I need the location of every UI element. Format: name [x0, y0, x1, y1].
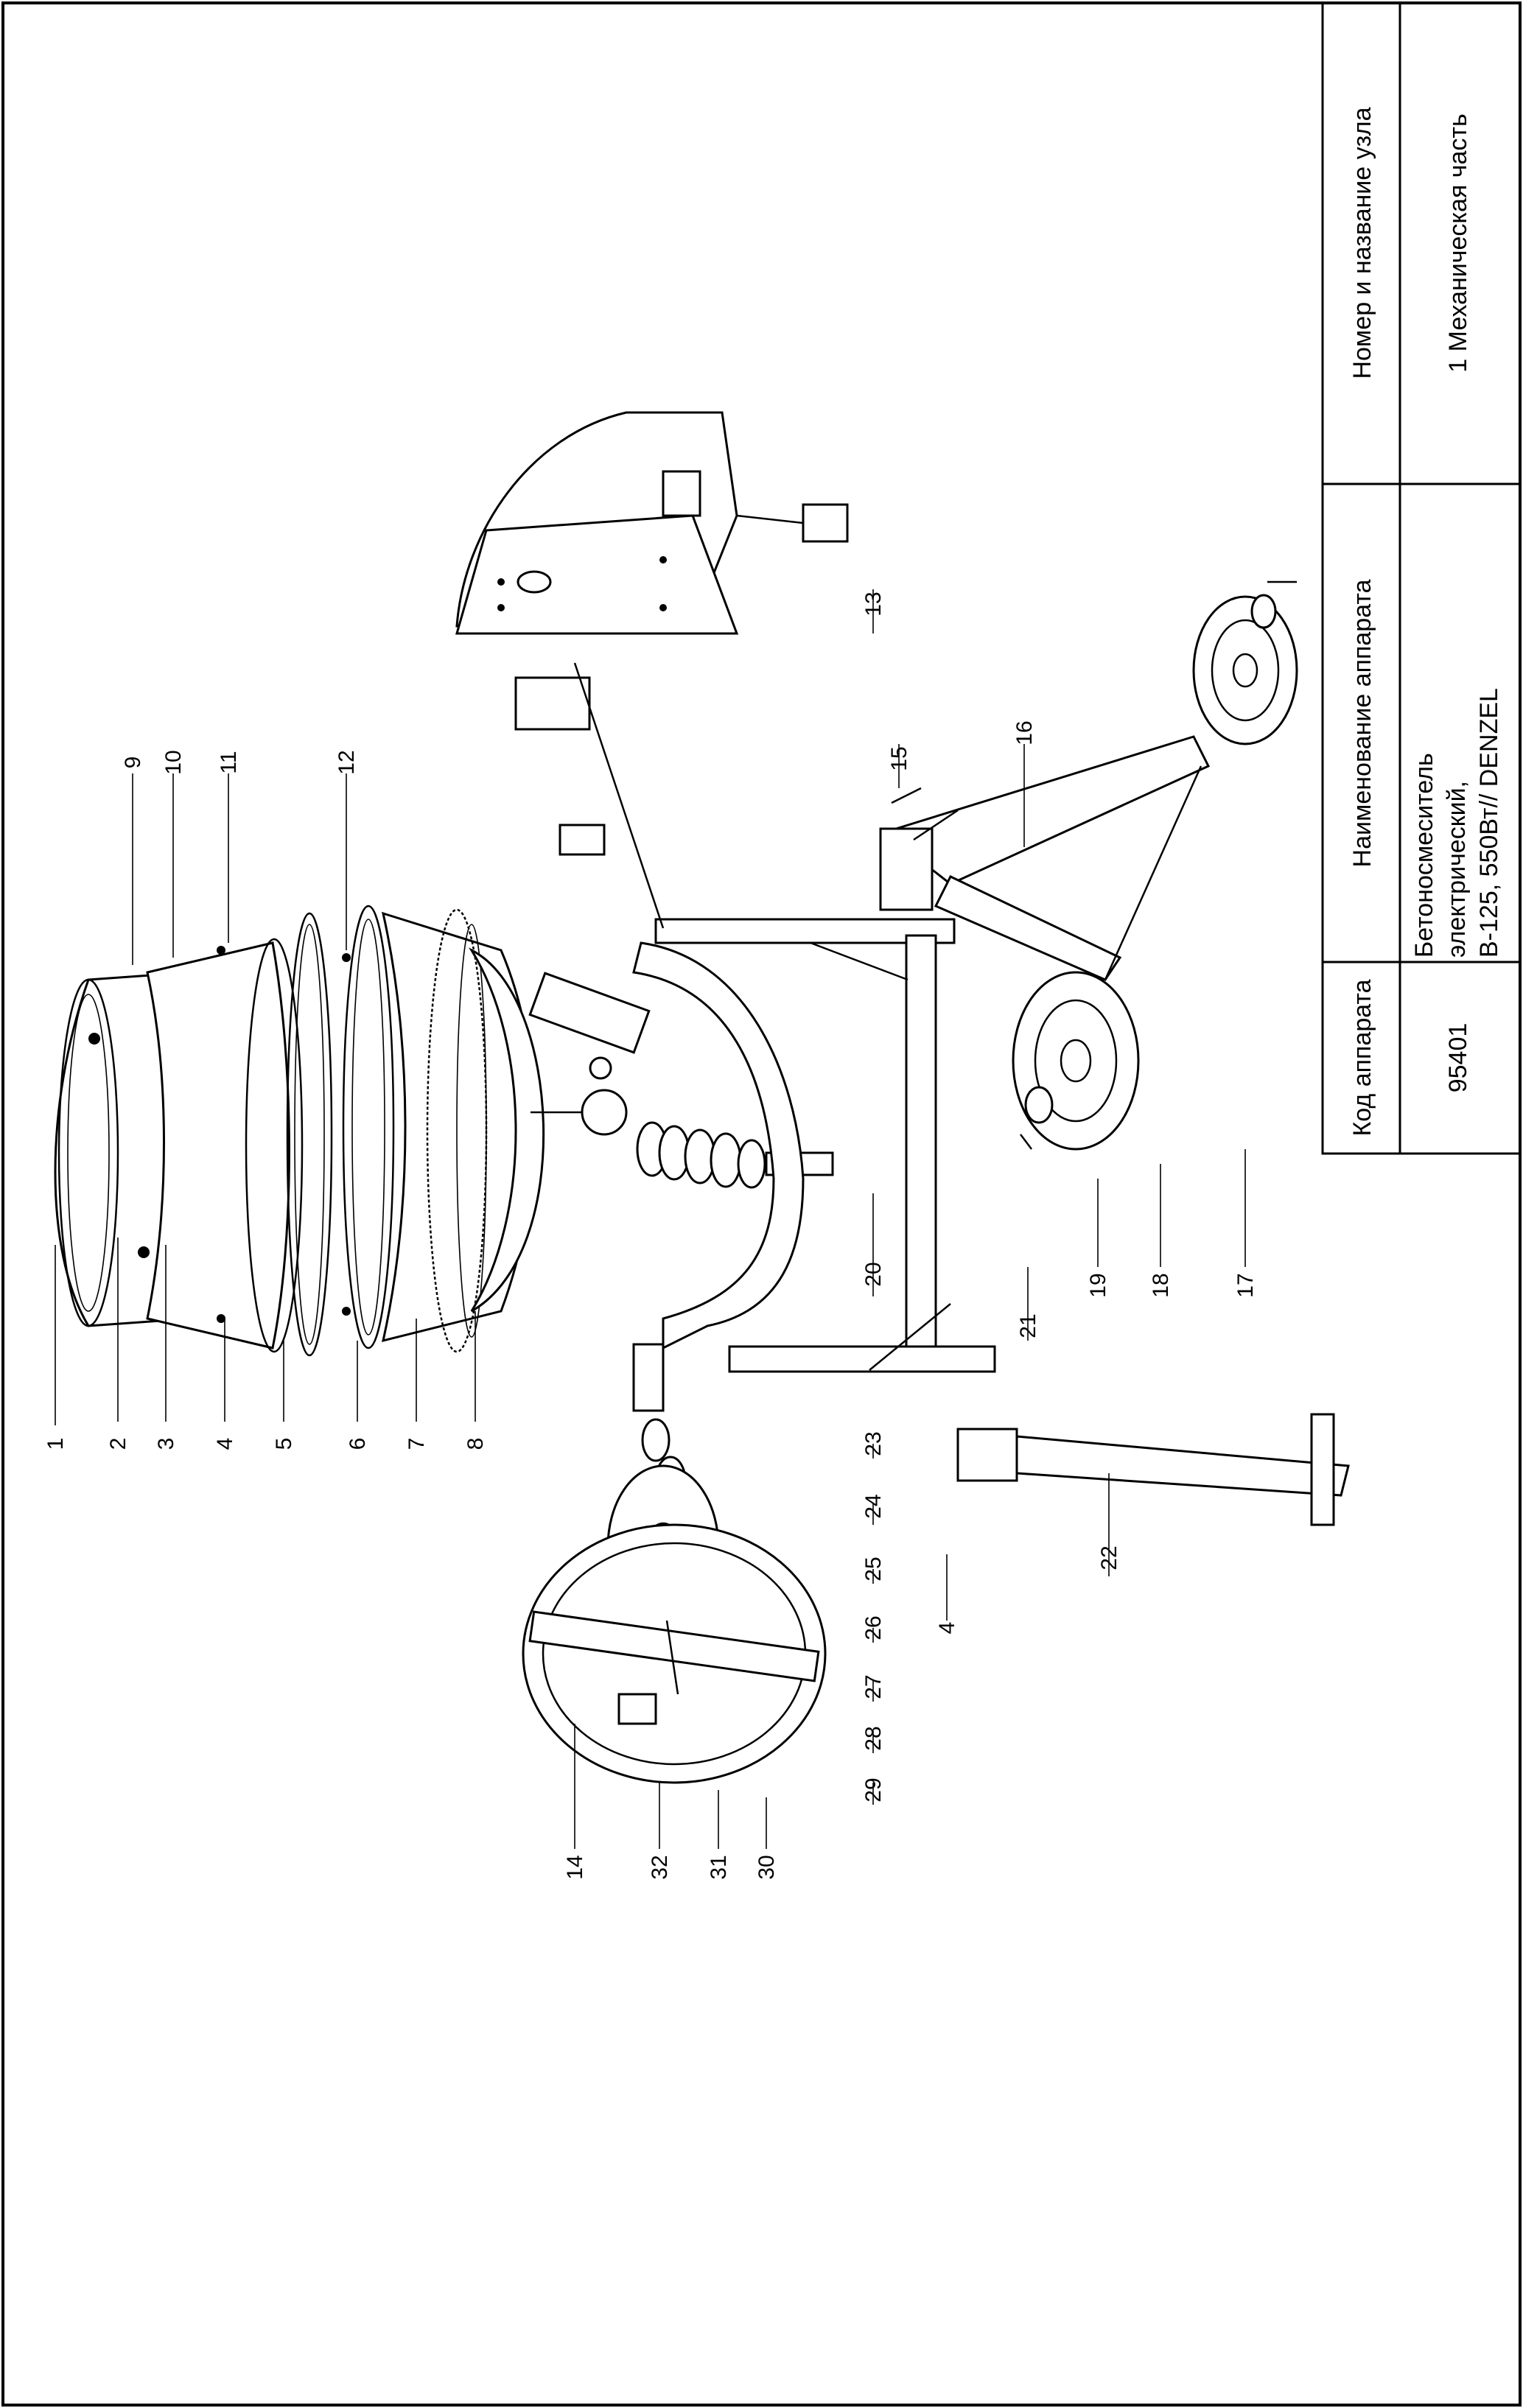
- callout-30: 30: [755, 1855, 779, 1879]
- wheel-lower: [1012, 971, 1140, 1151]
- callout-27: 27: [861, 1674, 886, 1699]
- col2-value-line1: Бетоносмеситель: [1410, 753, 1438, 958]
- callout-13: 13: [861, 592, 886, 616]
- callout-22: 22: [1097, 1545, 1121, 1570]
- callout-28: 28: [861, 1726, 886, 1750]
- col1-value: 95401: [1444, 1023, 1472, 1093]
- callout-2: 2: [106, 1438, 130, 1450]
- col1-header: Код аппарата: [1348, 979, 1376, 1136]
- pinion-gear: [581, 1089, 628, 1136]
- callout-29: 29: [861, 1777, 886, 1802]
- lock-bracket: [617, 1693, 657, 1725]
- callout-32: 32: [648, 1855, 672, 1879]
- drum-body: [146, 941, 290, 1349]
- col3-header: Номер и название узла: [1348, 107, 1376, 379]
- callout-5: 5: [272, 1438, 296, 1450]
- callout-10: 10: [161, 750, 186, 774]
- callout-leaders: [55, 589, 1246, 1849]
- callout-15: 15: [887, 746, 911, 771]
- callout-25: 25: [861, 1556, 886, 1581]
- callout-16: 16: [1012, 720, 1037, 745]
- col2-value-line3: B-125, 550Вт// DENZEL: [1475, 688, 1503, 958]
- col2-value-line2: электрический,: [1443, 781, 1471, 958]
- stand-frame: [514, 662, 996, 1373]
- power-plug: [802, 503, 849, 543]
- callout-23: 23: [861, 1431, 886, 1456]
- callout-14: 14: [563, 1855, 587, 1879]
- mixer-drum-assembly: [54, 905, 582, 1357]
- callout-19: 19: [1086, 1273, 1110, 1297]
- callout-20: 20: [861, 1262, 886, 1286]
- callout-21: 21: [1016, 1313, 1040, 1338]
- frame-top-rail: [654, 918, 956, 944]
- callout-1: 1: [43, 1438, 68, 1450]
- callout-12: 12: [335, 750, 359, 774]
- drum-flange: [286, 912, 333, 1357]
- callout-6: 6: [346, 1438, 370, 1450]
- callout-4: 4: [213, 1438, 237, 1450]
- wheel-upper: [1192, 595, 1298, 745]
- callout-18: 18: [1149, 1273, 1173, 1297]
- drum-ring: [342, 905, 395, 1349]
- callout-4-lower: 4: [935, 1622, 959, 1635]
- callout-7: 7: [405, 1438, 429, 1450]
- motor-switch: [662, 470, 701, 517]
- col2-header: Наименование аппарата: [1348, 579, 1376, 867]
- col3-value: 1 Механическая часть: [1444, 113, 1472, 372]
- frame-rail-right: [905, 934, 937, 1349]
- callout-26: 26: [861, 1615, 886, 1640]
- callout-17: 17: [1233, 1273, 1258, 1297]
- callout-24: 24: [861, 1494, 886, 1518]
- drum-rear: [381, 911, 536, 1343]
- callout-9: 9: [121, 757, 145, 769]
- callout-8: 8: [463, 1438, 488, 1450]
- callout-labels: 1 2 3 4 5 6 7 8 9 10 11 12 13 14 15 16 1…: [43, 592, 1258, 1879]
- motor-housing: [455, 411, 849, 635]
- frame-bottom-rail: [728, 1345, 996, 1373]
- wheel-leg-assembly: [879, 580, 1298, 1151]
- callout-11: 11: [217, 751, 241, 773]
- callout-3: 3: [154, 1438, 178, 1450]
- callout-31: 31: [707, 1855, 731, 1879]
- front-leg: [956, 1413, 1350, 1526]
- tilt-handwheel-assembly: [522, 1343, 827, 1784]
- title-block: Номер и название узла 1 Механическая час…: [1321, 1, 1522, 1155]
